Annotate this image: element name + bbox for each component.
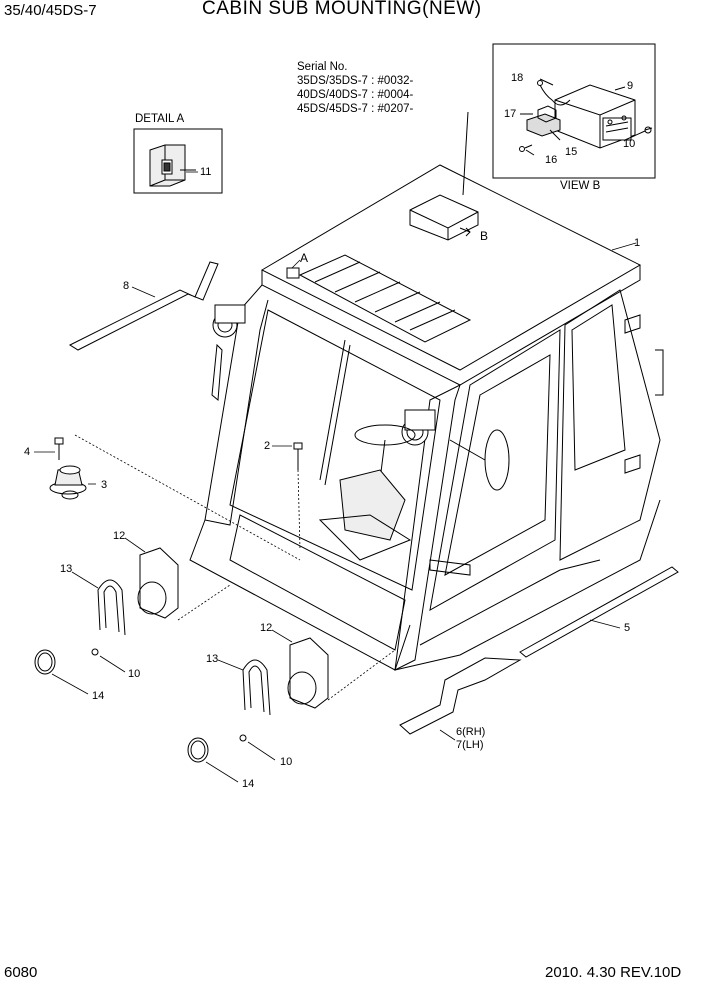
callout-1: 1 [634, 237, 641, 249]
callout-14: 14 [92, 690, 105, 702]
callout-10: 10 [128, 668, 141, 680]
callout-11: 11 [200, 166, 212, 178]
callout-8: 8 [123, 280, 130, 292]
serial-number-block: Serial No. 35DS/35DS-7 : #0032- 40DS/40D… [297, 60, 413, 116]
callout-16: 16 [545, 154, 558, 166]
leader-lines [34, 171, 637, 783]
callout-9: 9 [627, 80, 634, 92]
part-5-strip [519, 566, 679, 658]
callout-10: 10 [623, 138, 636, 150]
callout-13: 13 [206, 653, 219, 665]
serial-line: 40DS/40DS-7 : #0004- [297, 89, 414, 101]
callout-6: 6(RH) [456, 726, 486, 738]
part-12-boot-left [137, 547, 179, 619]
page-title: CABIN SUB MOUNTING(NEW) [202, 0, 482, 19]
callout-7: 7(LH) [456, 739, 484, 751]
serial-line: 35DS/35DS-7 : #0032- [297, 75, 414, 87]
callout-14: 14 [242, 778, 255, 790]
callout-12: 12 [260, 622, 273, 634]
part-14-clamp-right [187, 737, 209, 763]
serial-line: 45DS/45DS-7 : #0207- [297, 103, 414, 115]
callout-12: 12 [113, 530, 126, 542]
callout-5: 5 [624, 622, 631, 634]
part-13-ubolt-left [97, 579, 126, 636]
part-10-screws [91, 648, 247, 742]
model-number: 35/40/45DS-7 [4, 2, 97, 19]
part-14-clamp-left [34, 649, 56, 675]
callout-15: 15 [565, 146, 578, 158]
callout-2: 2 [264, 440, 271, 452]
part-12-boot-right [287, 637, 329, 709]
part-13-ubolt-right [242, 659, 271, 716]
marker-a: A [300, 251, 309, 265]
callout-17: 17 [504, 108, 517, 120]
part-2-bolt [293, 442, 303, 470]
view-b-box [492, 43, 656, 179]
detail-a-label: DETAIL A [135, 113, 185, 125]
callout-4: 4 [24, 446, 31, 458]
page-number: 6080 [4, 964, 38, 981]
detail-a-box [133, 128, 223, 194]
view-b-label: VIEW B [560, 180, 601, 192]
part-6-7-strip [399, 657, 522, 735]
marker-b: B [480, 229, 489, 243]
part-8-bar [68, 261, 219, 351]
callout-18: 18 [511, 72, 524, 84]
part-4-bolt [54, 437, 64, 460]
callout-3: 3 [101, 479, 108, 491]
revision-date: 2010. 4.30 REV.10D [545, 964, 682, 981]
callout-13: 13 [60, 563, 73, 575]
part-3-mount [49, 465, 87, 500]
cabin-frame [189, 111, 664, 671]
serial-heading: Serial No. [297, 61, 348, 73]
callout-10: 10 [280, 756, 293, 768]
